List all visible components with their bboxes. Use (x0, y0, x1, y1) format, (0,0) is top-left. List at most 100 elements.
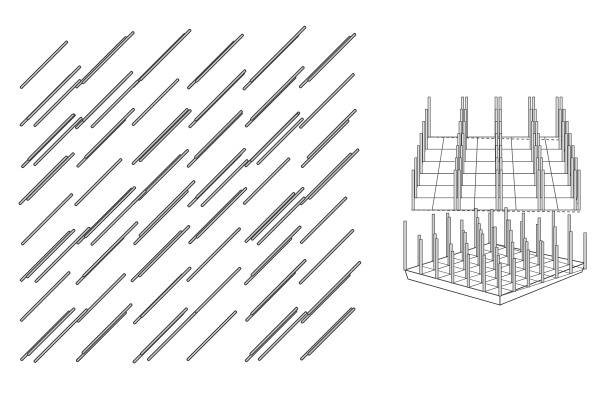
rod (138, 180, 196, 237)
rod (186, 310, 238, 362)
rod-fill (132, 109, 188, 165)
rod (21, 193, 74, 246)
rod-fill (140, 29, 191, 81)
grid-line (473, 136, 478, 211)
rod-fill (309, 149, 359, 199)
rod (27, 113, 75, 161)
rod (147, 311, 197, 361)
rod-fill (138, 150, 189, 200)
post (537, 169, 541, 211)
rod-fill (307, 109, 356, 158)
rod-fill (139, 181, 195, 237)
rod (195, 148, 246, 199)
rod (256, 196, 306, 246)
rod-fill (250, 307, 298, 355)
rod-fill (195, 34, 243, 82)
rod-fill (257, 197, 305, 245)
rod-fill (77, 274, 126, 322)
rod (299, 73, 355, 129)
post (427, 96, 431, 138)
rod-fill (187, 311, 237, 361)
rod-fill (308, 261, 361, 315)
post (583, 232, 587, 270)
post (564, 133, 568, 174)
rod (249, 306, 299, 356)
post (411, 169, 415, 211)
rod-fill (250, 114, 298, 162)
post (447, 216, 451, 266)
grid-line (431, 136, 445, 211)
rod (299, 152, 353, 206)
post (414, 157, 418, 199)
rod (33, 116, 83, 167)
rod-fill (187, 228, 240, 281)
post (453, 169, 457, 211)
rod-fill (139, 226, 190, 277)
rod-fill (196, 148, 246, 198)
rod-fill (251, 259, 306, 315)
rod-fill (34, 117, 82, 166)
post (495, 169, 499, 211)
post (526, 249, 530, 288)
rod (82, 70, 134, 123)
rod (84, 186, 137, 239)
rod-fill (257, 118, 303, 165)
post (555, 245, 559, 279)
rod (242, 157, 291, 205)
rod-fill (201, 160, 248, 207)
rod (300, 307, 353, 361)
rod-fill (131, 231, 182, 282)
rod (244, 192, 296, 243)
post (521, 212, 525, 261)
rod (256, 117, 304, 165)
grid-line (544, 136, 559, 211)
rod (90, 79, 140, 129)
post (573, 169, 577, 211)
rod (300, 119, 350, 168)
rod (82, 221, 139, 278)
rod (26, 65, 82, 121)
rod (307, 261, 362, 316)
rod (187, 266, 242, 322)
rod (139, 28, 192, 81)
post (569, 231, 573, 274)
rod-fill (299, 229, 354, 284)
rod-fill (195, 70, 246, 121)
rod-fill (308, 308, 355, 355)
rod (250, 225, 302, 277)
rod (18, 155, 68, 206)
rod (26, 152, 75, 201)
rod (140, 266, 192, 318)
rod-fill (139, 110, 191, 162)
rod (131, 108, 189, 165)
rod-fill (258, 312, 307, 360)
rod-fill (27, 308, 75, 355)
rod-fill (141, 267, 191, 317)
rod (195, 187, 248, 239)
rod-fill (132, 79, 179, 126)
rod-fill (82, 304, 132, 354)
rod (74, 158, 123, 207)
rod-fill (20, 231, 70, 281)
rod-fill (251, 67, 304, 120)
rod-fill (300, 74, 354, 128)
rod-fill (251, 226, 301, 276)
rod-fill (134, 190, 188, 245)
rod (81, 31, 135, 85)
rod (33, 308, 88, 363)
post (498, 263, 502, 297)
rod (138, 225, 191, 278)
rod (250, 259, 307, 316)
post (451, 250, 455, 284)
post (435, 238, 439, 279)
rod (76, 273, 126, 323)
grid-line (510, 136, 517, 211)
rod-fill (195, 111, 242, 158)
rod (133, 189, 189, 246)
rod (194, 69, 247, 122)
post (567, 145, 571, 186)
rod (33, 79, 82, 128)
rod-fill (245, 193, 295, 242)
post (419, 239, 423, 275)
post (457, 169, 461, 211)
